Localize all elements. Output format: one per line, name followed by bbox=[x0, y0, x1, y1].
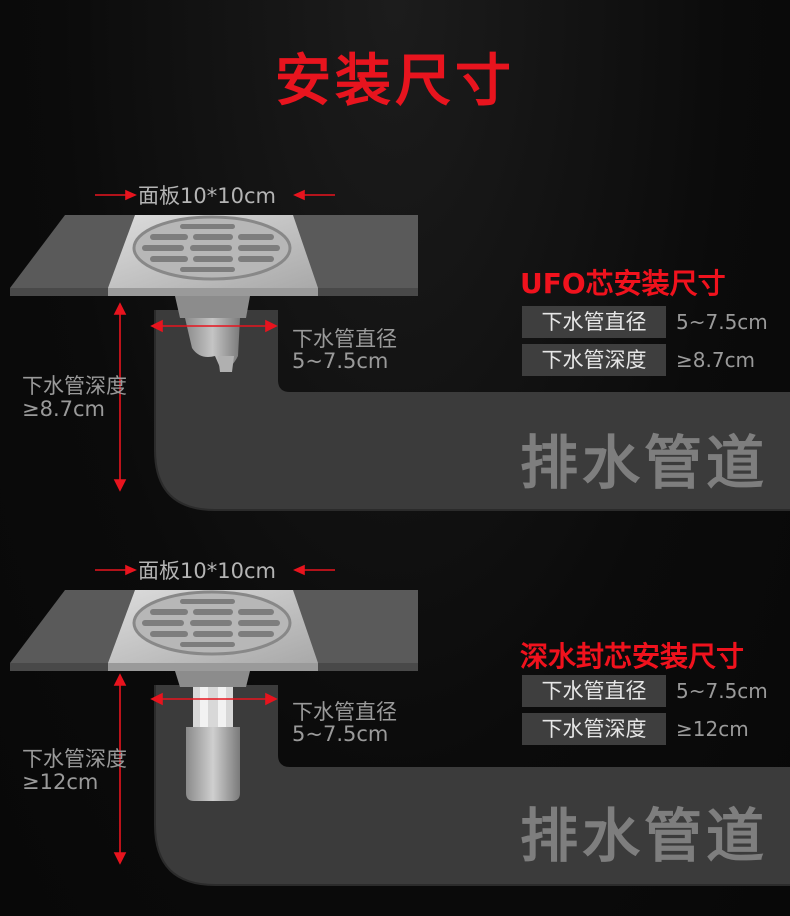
deep-seal-core bbox=[175, 671, 250, 687]
panel-width-dimension bbox=[95, 189, 335, 201]
pipe-label: 排水管道 bbox=[520, 802, 769, 870]
deep-seal-diagram bbox=[10, 564, 790, 886]
spec-key: 下水管深度 bbox=[522, 344, 666, 376]
depth-label: 下水管深度 bbox=[22, 747, 127, 771]
section-ufo: 面板10*10cm 下水管直径 5~7.5cm 下水管深度 ≥8.7cm UFO… bbox=[0, 160, 790, 540]
ufo-core bbox=[175, 296, 250, 318]
page-title: 安装尺寸 bbox=[275, 49, 515, 114]
panel-width-dimension bbox=[95, 564, 335, 576]
spec-key: 下水管直径 bbox=[522, 306, 666, 338]
panel-size-label: 面板10*10cm bbox=[138, 559, 276, 583]
depth-value: ≥8.7cm bbox=[22, 397, 105, 421]
spec-row: 下水管深度 ≥8.7cm bbox=[522, 344, 755, 376]
drain-pipe bbox=[155, 685, 790, 885]
diameter-label: 下水管直径 bbox=[292, 327, 397, 351]
diameter-value: 5~7.5cm bbox=[292, 722, 389, 746]
spec-value: ≥8.7cm bbox=[676, 348, 756, 372]
spec-key: 下水管直径 bbox=[522, 675, 666, 707]
diameter-value: 5~7.5cm bbox=[292, 349, 389, 373]
spec-title: 深水封芯安装尺寸 bbox=[520, 640, 745, 673]
spec-row: 下水管深度 ≥12cm bbox=[522, 713, 749, 745]
spec-key: 下水管深度 bbox=[522, 713, 666, 745]
spec-value: ≥12cm bbox=[676, 717, 749, 741]
pipe-label: 排水管道 bbox=[520, 429, 769, 497]
drain-pipe bbox=[155, 310, 790, 510]
spec-row: 下水管直径 5~7.5cm bbox=[522, 306, 768, 338]
diameter-dimension bbox=[150, 692, 278, 706]
diameter-dimension bbox=[150, 319, 278, 333]
depth-value: ≥12cm bbox=[22, 770, 99, 794]
depth-dimension bbox=[113, 302, 127, 492]
diameter-label: 下水管直径 bbox=[292, 700, 397, 724]
depth-label: 下水管深度 bbox=[22, 374, 127, 398]
spec-value: 5~7.5cm bbox=[676, 310, 768, 334]
spec-title: UFO芯安装尺寸 bbox=[520, 267, 726, 300]
section-deep-seal: 面板10*10cm 下水管直径 5~7.5cm 下水管深度 ≥12cm 深水封芯… bbox=[0, 535, 790, 915]
spec-value: 5~7.5cm bbox=[676, 679, 768, 703]
spec-row: 下水管直径 5~7.5cm bbox=[522, 675, 768, 707]
panel-size-label: 面板10*10cm bbox=[138, 184, 276, 208]
ufo-diagram bbox=[10, 189, 790, 511]
depth-dimension bbox=[113, 673, 127, 865]
